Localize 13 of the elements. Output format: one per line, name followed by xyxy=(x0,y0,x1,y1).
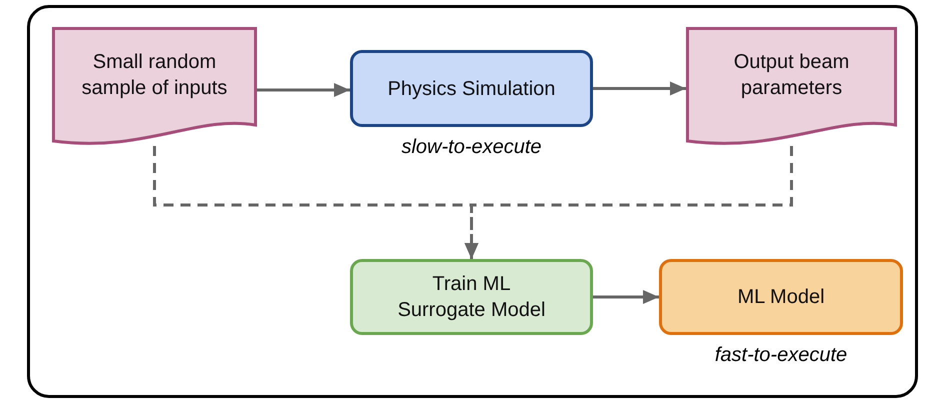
node-caption: fast-to-execute xyxy=(714,343,848,367)
node-label: Output beam parameters xyxy=(732,50,850,101)
node-label: Small random sample of inputs xyxy=(80,50,228,101)
node-label: ML Model xyxy=(737,285,825,310)
node-caption: slow-to-execute xyxy=(400,135,543,159)
node-label: Train ML Surrogate Model xyxy=(396,272,546,323)
arrow xyxy=(593,290,659,304)
process-box xyxy=(350,50,593,127)
process-box xyxy=(659,259,903,335)
node-label: Physics Simulation xyxy=(388,76,556,102)
arrow xyxy=(593,82,686,96)
process-box xyxy=(350,259,593,335)
arrow xyxy=(257,83,350,97)
